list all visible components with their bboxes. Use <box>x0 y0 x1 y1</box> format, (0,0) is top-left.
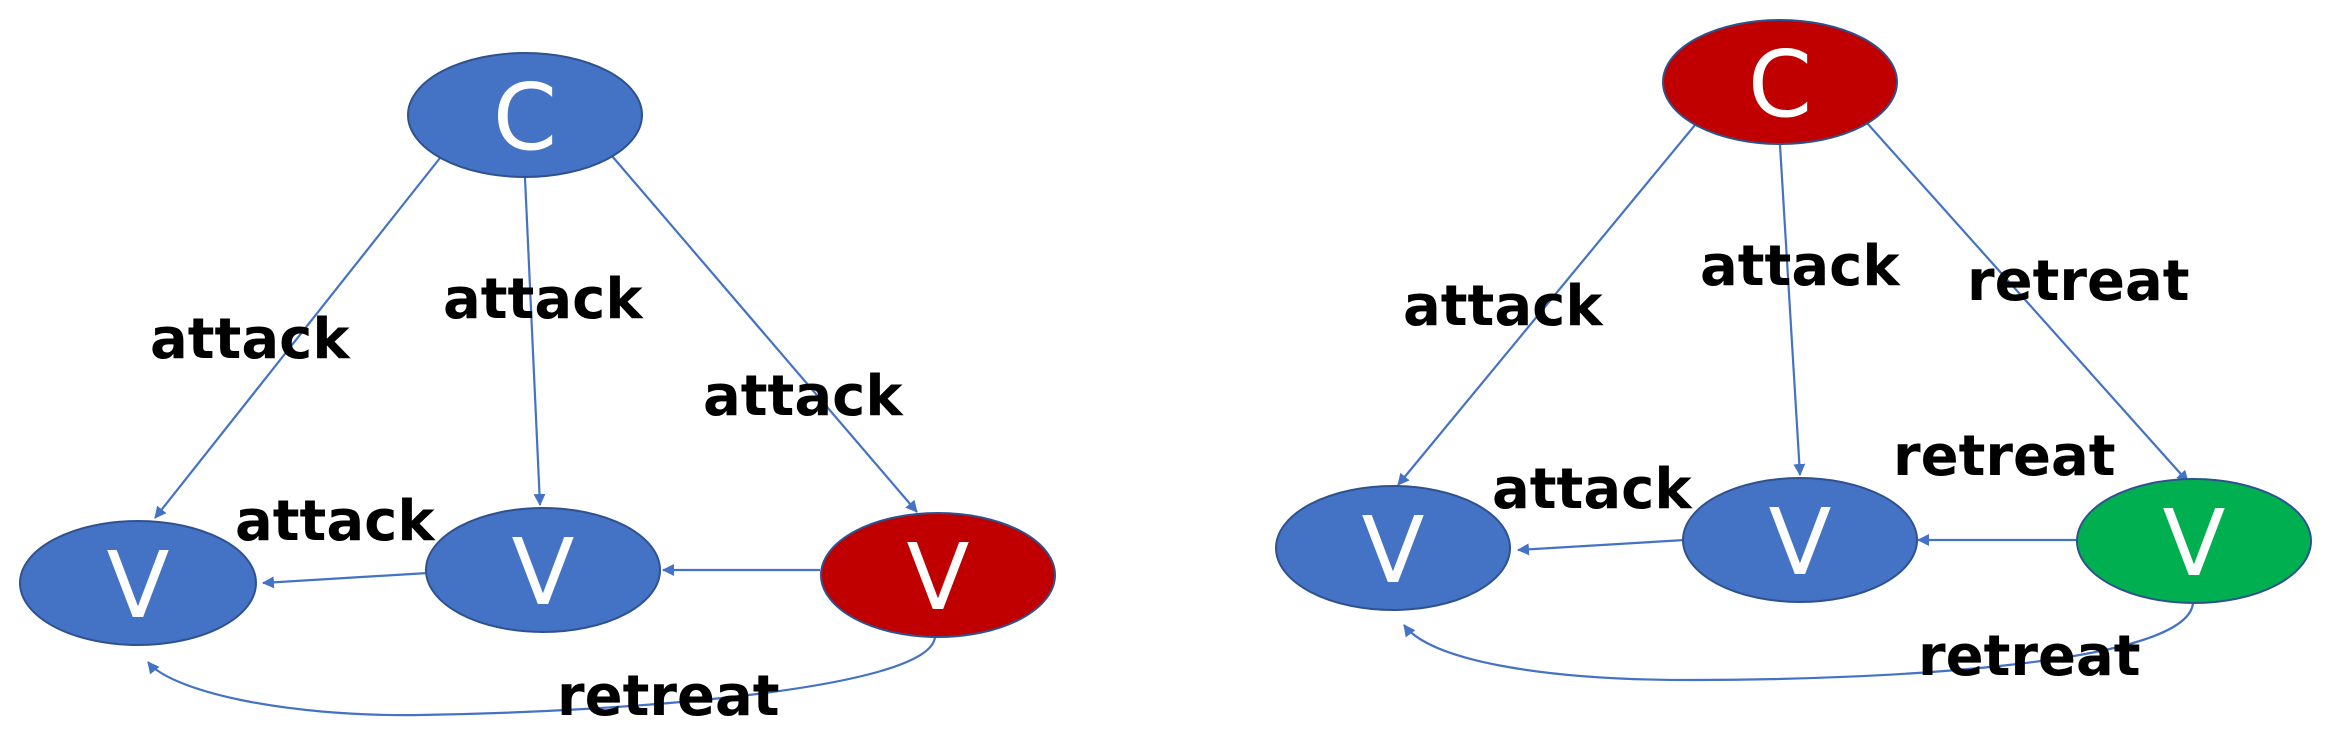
node-v1-shape <box>1275 485 1511 611</box>
node-c-shape <box>407 52 643 178</box>
node-v2: V <box>425 507 661 633</box>
node-v1-label: V <box>1362 497 1425 604</box>
edge-v3-to-v1 <box>147 636 937 717</box>
label-v2-to-v1: attack <box>235 489 436 554</box>
node-c-shape <box>1662 19 1898 145</box>
node-c-label: C <box>1748 31 1812 138</box>
node-v1-shape <box>19 520 257 646</box>
diagram-left: C V V V attack attack attack attack retr… <box>19 52 1056 729</box>
label-c-to-v1: attack <box>150 307 351 372</box>
edge-c-to-v2 <box>523 177 546 506</box>
edge-c-to-v1 <box>154 157 441 519</box>
label-v3-to-v1: retreat <box>1918 624 2141 689</box>
label-v2-to-v1: attack <box>1492 457 1693 522</box>
node-v3-label: V <box>2163 490 2226 597</box>
node-v2-label: V <box>512 519 575 626</box>
node-v3-shape <box>820 512 1056 638</box>
label-v3-to-v1: retreat <box>557 664 780 729</box>
node-v3: V <box>2076 478 2312 604</box>
node-v2-label: V <box>1769 489 1832 596</box>
node-v3-label: V <box>907 524 970 631</box>
node-v2-shape <box>1682 477 1918 603</box>
label-c-to-v3: retreat <box>1967 249 2190 314</box>
node-v1: V <box>1275 485 1511 611</box>
label-c-to-v3: attack <box>703 364 904 429</box>
node-v1-label: V <box>107 532 170 639</box>
node-c-label: C <box>493 64 557 171</box>
label-v3-to-v2: retreat <box>1893 424 2116 489</box>
edge-c-to-v3 <box>1866 122 2189 483</box>
node-v1: V <box>19 520 257 646</box>
edge-v2-to-v1 <box>262 571 429 589</box>
node-c: C <box>1662 19 1898 145</box>
edge-v3-to-v1 <box>1403 602 2195 682</box>
node-v3: V <box>820 512 1056 638</box>
node-v3-shape <box>2076 478 2312 604</box>
node-v2-shape <box>425 507 661 633</box>
diagram-right: C V V V attack attack retreat attack ret… <box>1275 19 2312 689</box>
edge-c-to-v2 <box>1778 144 1806 476</box>
label-c-to-v2: attack <box>443 267 644 332</box>
node-v2: V <box>1682 477 1918 603</box>
node-c: C <box>407 52 643 178</box>
edge-c-to-v3 <box>611 155 918 513</box>
edge-v2-to-v1 <box>1517 538 1686 556</box>
edge-c-to-v1 <box>1397 124 1696 486</box>
label-c-to-v1: attack <box>1403 274 1604 339</box>
label-c-to-v2: attack <box>1700 234 1901 299</box>
